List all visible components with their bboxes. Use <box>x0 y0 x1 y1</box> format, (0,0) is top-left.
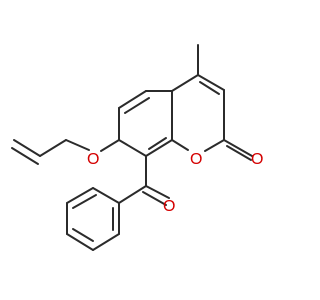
ring-oxygen-label: O <box>190 151 202 168</box>
bond <box>11 147 39 165</box>
bond <box>65 139 90 151</box>
bond <box>197 74 225 91</box>
bond-layer <box>11 44 253 251</box>
bond <box>39 139 67 157</box>
bond <box>124 97 150 114</box>
ether-oxygen-label: O <box>87 151 99 168</box>
bond <box>118 139 147 157</box>
bond <box>66 187 94 204</box>
lactone-carbonyl-oxygen-label: O <box>251 151 263 168</box>
bond <box>118 90 147 109</box>
bond <box>145 139 173 157</box>
bond <box>100 139 120 152</box>
bond <box>145 185 170 199</box>
bond <box>204 139 225 152</box>
bond <box>92 187 120 204</box>
bond <box>171 139 189 151</box>
molecule-structure: O O O O <box>11 44 263 251</box>
bond <box>66 233 94 251</box>
bond <box>148 137 167 150</box>
atom-label-layer: O O O O <box>87 151 263 215</box>
bond <box>72 228 94 242</box>
bond <box>142 191 167 206</box>
bond <box>118 185 147 204</box>
bond <box>199 81 220 95</box>
bond <box>72 194 97 209</box>
bond <box>171 74 199 92</box>
bond <box>13 139 41 157</box>
structure-canvas: O O O O <box>11 44 264 251</box>
ketone-oxygen-label: O <box>163 198 175 215</box>
bond <box>92 233 120 251</box>
bond <box>226 145 252 161</box>
bond <box>223 139 253 157</box>
